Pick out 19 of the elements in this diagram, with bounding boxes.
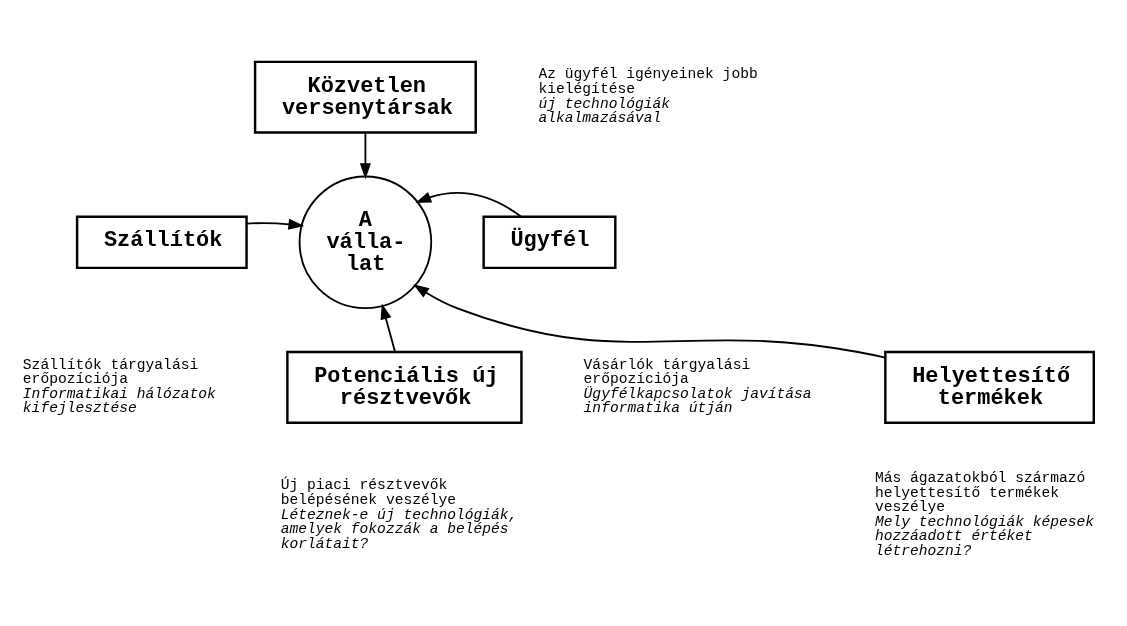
arrow xyxy=(415,192,523,218)
node-label: Informatikai hálózatok kifejlesztése xyxy=(22,385,216,417)
node-label: Új piaci résztvevők belépésének veszélye xyxy=(280,477,457,508)
node-label: Szállítók tárgyalási erőpozíciója xyxy=(22,356,199,388)
node-box: Közvetlen versenytársak xyxy=(253,60,477,134)
node-label: Mely technológiák képesek hozzáadott értéket létrehozni? xyxy=(874,513,1095,560)
node-label: Ügyfélkapcsolatok javítása informatika útján xyxy=(583,385,812,417)
arrow xyxy=(246,218,305,230)
node-label: Léteznek-e új technológiák, amelyek fokozzák a belépés korlátait? xyxy=(280,506,518,552)
arrow xyxy=(359,131,371,180)
node-label: Vásárlók tárgyalási erőpozíciója xyxy=(583,356,751,388)
node-box: Potenciális új résztvevők xyxy=(286,350,523,424)
arrow xyxy=(380,303,396,353)
node-box: Helyettesítő termékek xyxy=(884,350,1095,424)
node-box: Szállítók xyxy=(75,215,248,270)
node-box: Ügyfél xyxy=(482,215,617,270)
node-label: új technológiák alkalmazásával xyxy=(538,95,671,127)
node-label: Más ágazatokból származó helyettesítő termékek veszélye xyxy=(874,469,1086,516)
arrow xyxy=(413,284,887,359)
